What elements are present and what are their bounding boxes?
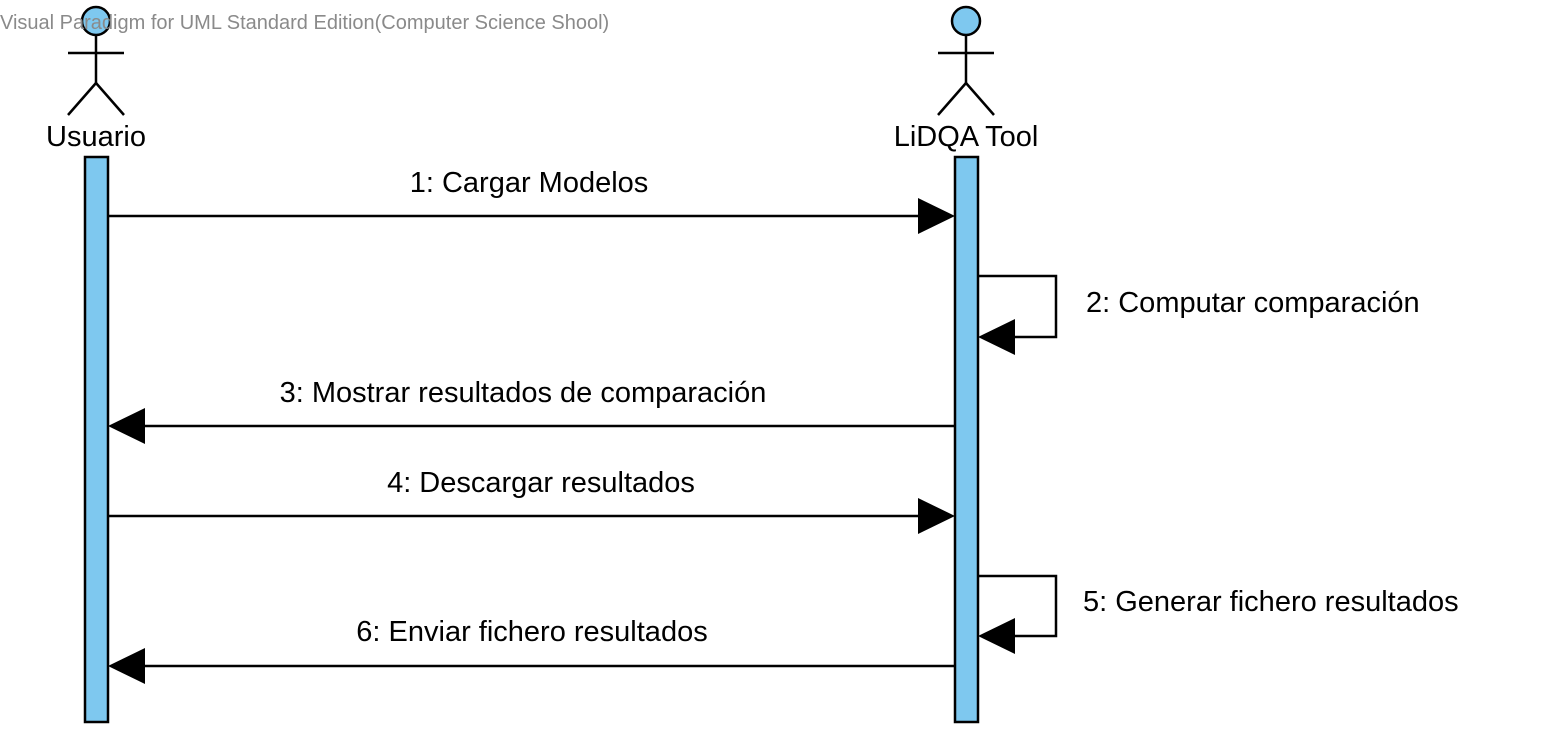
actor-figure-icon [67, 5, 125, 116]
message-label: 6: Enviar fichero resultados [356, 616, 707, 648]
arrowhead-icon [918, 498, 955, 534]
message-label: 5: Generar fichero resultados [1083, 586, 1459, 618]
message-label: 4: Descargar resultados [387, 467, 695, 499]
message-6[interactable]: 6: Enviar fichero resultados [108, 616, 955, 684]
actor-name: LiDQA Tool [894, 121, 1039, 153]
message-line [978, 574, 1058, 638]
arrowhead-icon [978, 319, 1015, 355]
arrowhead-icon [108, 408, 145, 444]
arrowhead-icon [108, 648, 145, 684]
watermark-text: Visual Paradigm for UML Standard Edition… [0, 12, 609, 34]
lifeline-activation-usuario [83, 155, 110, 724]
actor-lidqa-tool[interactable]: LiDQA Tool [894, 5, 1039, 724]
arrowhead-icon [978, 618, 1015, 654]
message-3[interactable]: 3: Mostrar resultados de comparación [108, 377, 955, 444]
message-5[interactable]: 5: Generar fichero resultados [978, 574, 1459, 654]
message-line [978, 274, 1058, 339]
arrowhead-icon [918, 198, 955, 234]
actor-figure-icon [937, 5, 995, 116]
message-4[interactable]: 4: Descargar resultados [108, 467, 955, 534]
lifeline-activation-lidqa [953, 155, 980, 724]
message-label: 2: Computar comparación [1086, 287, 1420, 319]
message-1[interactable]: 1: Cargar Modelos [108, 167, 955, 234]
actor-usuario[interactable]: Usuario [46, 5, 146, 724]
message-2[interactable]: 2: Computar comparación [978, 274, 1420, 355]
actor-name: Usuario [46, 121, 146, 153]
message-label: 1: Cargar Modelos [410, 167, 649, 199]
message-label: 3: Mostrar resultados de comparación [280, 377, 767, 409]
